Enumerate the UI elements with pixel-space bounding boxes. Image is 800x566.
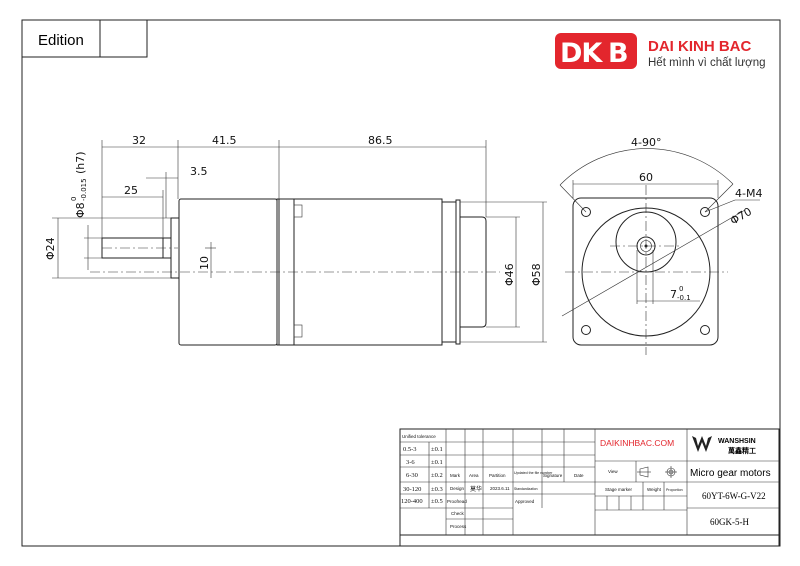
title-block: Unified tolerance 0.5-3 ±0.1 3-6 ±0.1 6-30…: [399, 428, 780, 547]
svg-text:0: 0: [70, 197, 78, 201]
dim-cap-dia: Φ46: [503, 263, 516, 286]
svg-text:3-6: 3-6: [406, 459, 415, 466]
svg-text:-0.1: -0.1: [677, 294, 691, 302]
header-mark: Mark: [450, 473, 461, 478]
brand-logo: DK B DAI KINH BAC Hết mình vì chất lượng: [555, 33, 766, 69]
svg-text:30-120: 30-120: [403, 486, 421, 493]
svg-text:DK: DK: [560, 38, 603, 69]
label-stage-marker: Stage marker: [605, 487, 633, 492]
side-view: 32 41.5 86.5 3.5 25 Φ24 Φ8 0 -0.015 (h7)…: [44, 134, 547, 346]
svg-text:±0.1: ±0.1: [431, 446, 443, 453]
website: DAIKINHBAC.COM: [600, 438, 674, 448]
header-partition: Partition: [489, 473, 506, 478]
dim-angle: 4-90°: [631, 136, 661, 149]
svg-text:7: 7: [670, 288, 677, 301]
svg-text:6-30: 6-30: [406, 472, 418, 479]
label-view: View: [608, 469, 618, 474]
header-area: Area: [469, 473, 479, 478]
edition-box: Edition: [21, 19, 148, 58]
svg-text:0: 0: [679, 285, 683, 293]
svg-text:(h7): (h7): [74, 151, 87, 174]
svg-text:±0.5: ±0.5: [431, 498, 443, 505]
front-view: 4-90° 60 4-M4 Φ70 7 0 -0.1: [559, 136, 762, 355]
svg-text:B: B: [608, 38, 629, 69]
svg-text:WANSHSIN: WANSHSIN: [718, 438, 756, 445]
svg-text:萬鑫精工: 萬鑫精工: [728, 446, 756, 455]
header-date: Date: [574, 473, 584, 478]
dim-motor-dia: Φ58: [530, 263, 543, 286]
label-proportion: Proportion: [666, 488, 683, 492]
wanshsin-logo: WANSHSIN 萬鑫精工: [692, 436, 756, 455]
dim-flat: 7 0 -0.1: [670, 285, 691, 302]
edition-label: Edition: [38, 32, 84, 49]
brand-slogan: Hết mình vì chất lượng: [648, 57, 766, 69]
header-signature: Signature: [543, 473, 563, 478]
label-check: Check: [451, 511, 465, 516]
dim-shaft-total: 32: [132, 134, 146, 147]
brand-name: DAI KINH BAC: [648, 38, 751, 55]
dim-boss: 3.5: [190, 165, 208, 178]
gearbox-model: 60GK-5-H: [710, 517, 749, 527]
motor-model: 60YT-6W-G-V22: [702, 491, 766, 501]
svg-text:±0.1: ±0.1: [431, 459, 443, 466]
tolerance-table: 0.5-3 ±0.1 3-6 ±0.1 6-30 ±0.2 30-120 ±0.3 12…: [401, 446, 443, 505]
svg-text:±0.3: ±0.3: [431, 486, 443, 493]
tolerance-header: Unified tolerance: [402, 434, 436, 439]
mounting-holes: [581, 207, 710, 335]
product-name: Micro gear motors: [690, 468, 771, 479]
designer: 莫华: [470, 485, 482, 493]
dim-width: 60: [639, 171, 653, 184]
label-standardization: Standardization: [514, 487, 538, 491]
dim-pcd: Φ70: [728, 205, 754, 228]
dim-motor: 86.5: [368, 134, 393, 147]
svg-text:-0.015: -0.015: [80, 178, 88, 201]
dim-shaft-key: 25: [124, 184, 138, 197]
label-proofread: Proofread: [447, 499, 467, 504]
motor-flange: [455, 199, 461, 345]
motor-back-cap: [460, 216, 487, 328]
svg-text:Φ8: Φ8: [74, 202, 87, 218]
flange-square: [572, 197, 719, 346]
label-approved: Approved: [515, 499, 535, 504]
svg-text:±0.2: ±0.2: [431, 472, 443, 479]
svg-text:120-400: 120-400: [401, 498, 423, 505]
label-weight: Weight: [647, 487, 662, 492]
dim-boss-dia: Φ24: [44, 237, 57, 260]
label-process: Process: [450, 524, 467, 529]
projection-symbol-icon: [637, 466, 677, 478]
svg-text:0.5-3: 0.5-3: [403, 446, 417, 453]
dim-shaft-dia: Φ8 0 -0.015 (h7): [70, 151, 88, 218]
label-design: Design: [450, 486, 465, 491]
design-date: 2023.6.11: [490, 486, 510, 491]
dim-gearbox: 41.5: [212, 134, 237, 147]
header-updated: Updated the file number: [514, 471, 553, 475]
dim-holes: 4-M4: [735, 187, 762, 200]
dim-offset: 10: [198, 256, 211, 270]
